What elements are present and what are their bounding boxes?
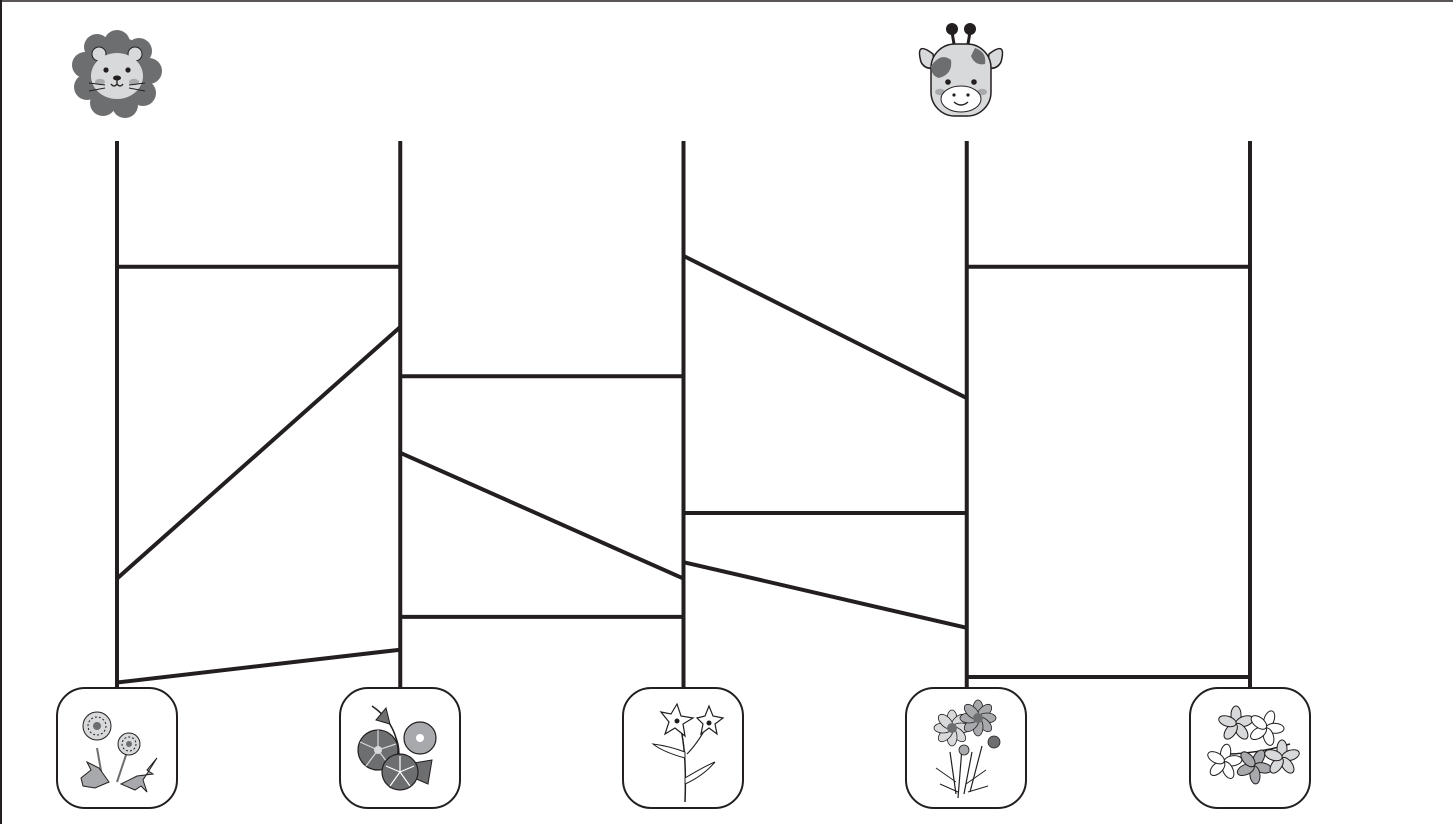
- ladder-rungs: [115, 254, 1250, 685]
- rung-7: [682, 254, 968, 400]
- lion-face-icon: [72, 30, 162, 118]
- morning-glory-icon: [339, 687, 461, 809]
- rung-5: [399, 450, 685, 581]
- cosmos-icon: [905, 687, 1027, 809]
- dandelion-icon: [56, 687, 178, 809]
- giraffe-face-icon: [918, 23, 1004, 117]
- rung-9: [683, 560, 968, 630]
- cherry-blossom-icon: [1189, 687, 1311, 809]
- rung-3: [116, 647, 401, 685]
- ladder-verticals: [115, 141, 1252, 688]
- lily-icon: [622, 687, 744, 809]
- rung-2: [115, 325, 402, 581]
